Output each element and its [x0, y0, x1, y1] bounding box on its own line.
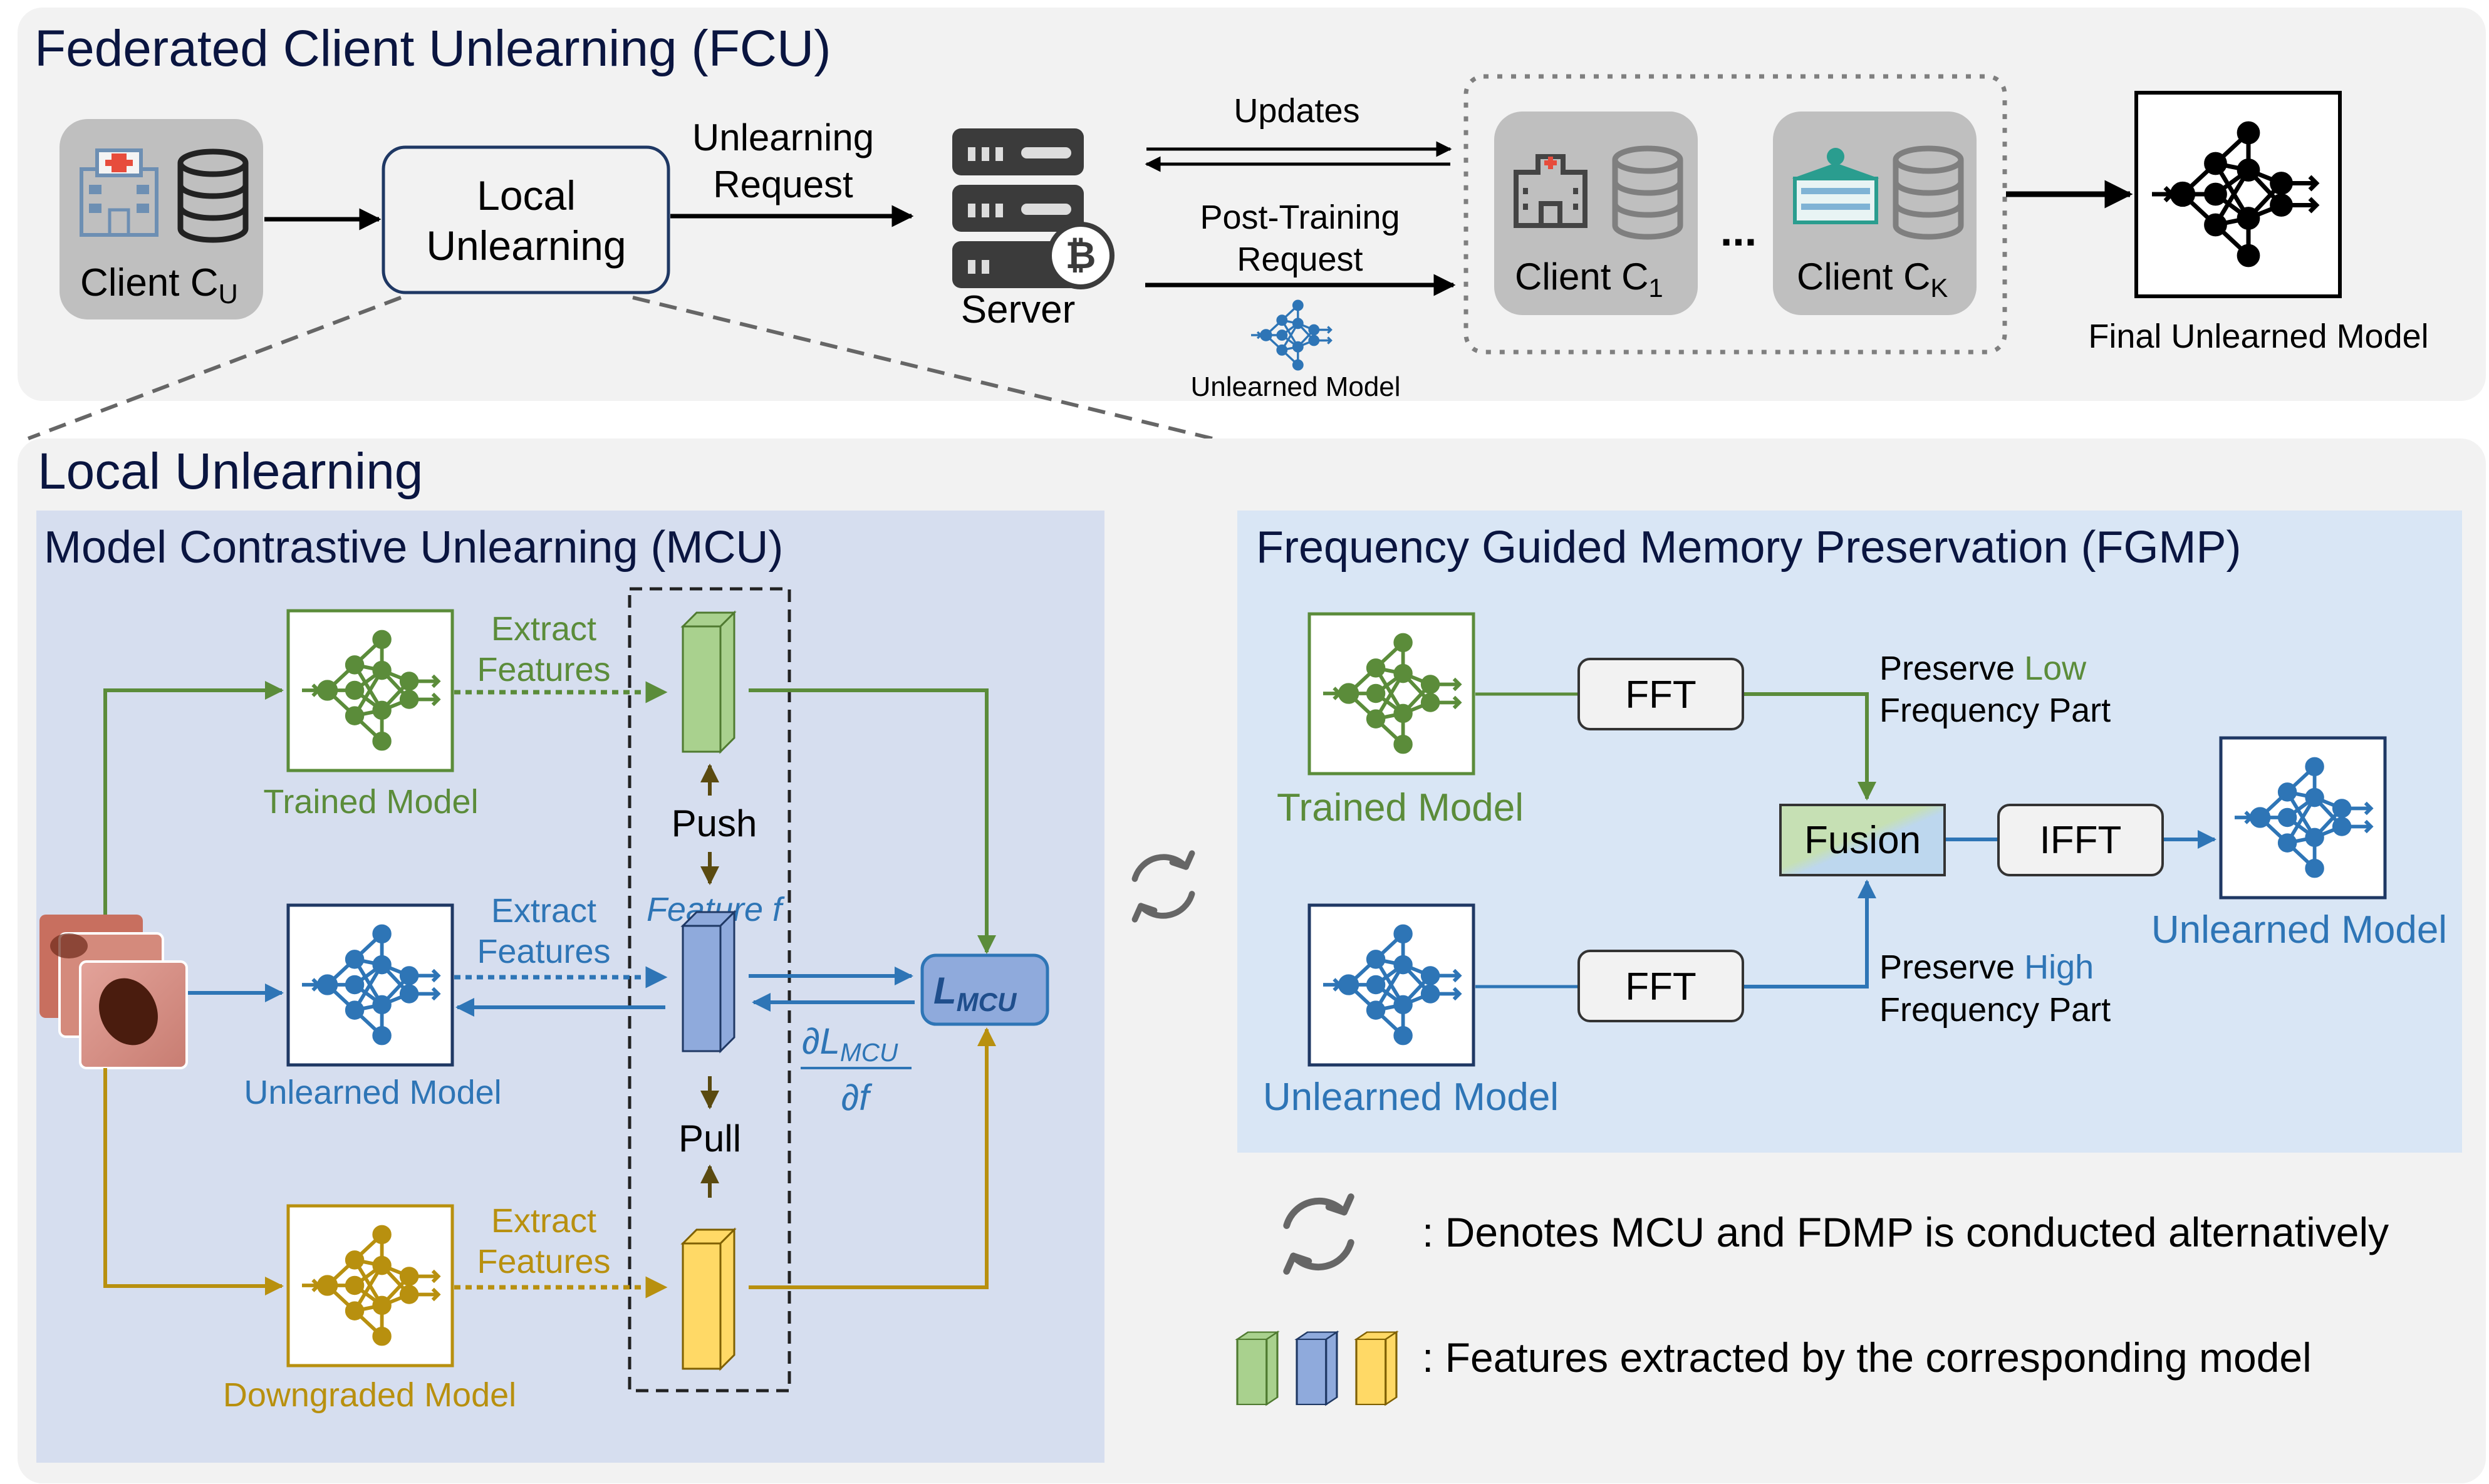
extract-features-blue-1: Extract — [491, 892, 596, 930]
client-1-label: Client C1 — [1515, 256, 1663, 303]
arrow-to-trained-model — [103, 681, 284, 915]
local-unlearning-section: Local Unlearning Model Contrastive Unlea… — [18, 438, 2486, 1483]
skin-lesion-images — [39, 915, 188, 1069]
local-unlearning-label-2: Unlearning — [426, 222, 626, 269]
feature-block-blue — [682, 911, 735, 1052]
gradient-numerator: ∂LMCU — [802, 1021, 898, 1067]
extract-features-gold-1: Extract — [491, 1202, 596, 1240]
fft-box-bottom — [1577, 950, 1744, 1022]
fft-box-top — [1577, 658, 1744, 730]
client-k-label: Client CK — [1797, 256, 1948, 303]
local-unlearning-label-1: Local — [477, 172, 576, 219]
loss-label: LMCU — [933, 970, 1017, 1017]
final-model-label: Final Unlearned Model — [2088, 318, 2428, 355]
preserve-high-label: Preserve High — [1879, 948, 2094, 986]
fusion-label: Fusion — [1804, 819, 1921, 862]
ifft-box — [1997, 804, 2164, 876]
fft-label-top: FFT — [1625, 673, 1697, 717]
post-training-label-2: Request — [1237, 241, 1363, 278]
arrow-fft-to-fusion-top — [1744, 692, 1876, 801]
extract-features-gold-2: Features — [477, 1243, 610, 1280]
push-label: Push — [672, 802, 757, 844]
svg-text:₿: ₿ — [1066, 234, 1096, 276]
feature-block-gold — [682, 1228, 735, 1370]
extract-features-blue-2: Features — [477, 933, 610, 970]
mcu-unlearned-model-label: Unlearned Model — [244, 1074, 501, 1111]
fusion-box — [1779, 804, 1946, 876]
unlearned-model-small-label: Unlearned Model — [1190, 371, 1400, 402]
pull-label: Pull — [678, 1118, 741, 1160]
fft-label-bottom: FFT — [1625, 965, 1697, 1009]
server-label: Server — [961, 288, 1076, 331]
zoom-line-right — [632, 296, 1213, 440]
arrow-to-downgraded-model — [103, 1068, 284, 1295]
preserve-high-label-2: Frequency Part — [1879, 991, 2111, 1029]
hospital-icon — [80, 148, 158, 237]
hospital-icon — [1792, 148, 1879, 224]
hospital-icon — [1514, 154, 1587, 228]
preserve-low-label-2: Frequency Part — [1879, 692, 2111, 729]
gradient-denominator: ∂f — [841, 1077, 873, 1118]
mcu-title: Model Contrastive Unlearning (MCU) — [44, 522, 783, 573]
zoom-line-left — [27, 296, 402, 440]
arrow-gold-to-loss — [749, 1027, 996, 1289]
preserve-low-label: Preserve Low — [1879, 650, 2087, 687]
unlearning-request-label-2: Request — [713, 163, 853, 205]
extract-features-green-2: Features — [477, 651, 610, 688]
ifft-label: IFFT — [2040, 819, 2122, 862]
extract-features-green-1: Extract — [491, 610, 596, 648]
updates-label: Updates — [1234, 92, 1359, 130]
local-unlearning-box — [382, 145, 670, 294]
feature-block-green — [682, 611, 735, 753]
server-icon: ₿ — [952, 128, 1115, 289]
ellipsis: ... — [1720, 206, 1757, 255]
fgmp-output-model-label: Unlearned Model — [2151, 908, 2447, 952]
clients-group — [1463, 74, 2007, 355]
fgmp-title: Frequency Guided Memory Preservation (FG… — [1256, 522, 2242, 573]
fgmp-unlearned-model-label: Unlearned Model — [1263, 1076, 1559, 1119]
mcu-trained-model-label: Trained Model — [263, 783, 478, 821]
client-u-label: Client CU — [80, 261, 238, 309]
arrow-green-to-loss — [749, 688, 996, 954]
legend-features-text: : Features extracted by the correspondin… — [1422, 1334, 2312, 1381]
legend-cycle-text: : Denotes MCU and FDMP is conducted alte… — [1422, 1209, 2389, 1255]
arrow-fft-to-fusion-bottom — [1744, 880, 1876, 988]
fgmp-trained-model-label: Trained Model — [1277, 786, 1524, 829]
fcu-section: Federated Client Unlearning (FCU) Client… — [18, 8, 2486, 402]
legend-feature-blocks — [1236, 1331, 1398, 1406]
unlearning-request-label-1: Unlearning — [692, 117, 874, 158]
local-title: Local Unlearning — [38, 443, 423, 500]
loss-box — [920, 953, 1049, 1026]
fcu-title: Federated Client Unlearning (FCU) — [34, 20, 831, 77]
post-training-label-1: Post-Training — [1200, 199, 1400, 236]
downgraded-model-label: Downgraded Model — [223, 1376, 516, 1414]
